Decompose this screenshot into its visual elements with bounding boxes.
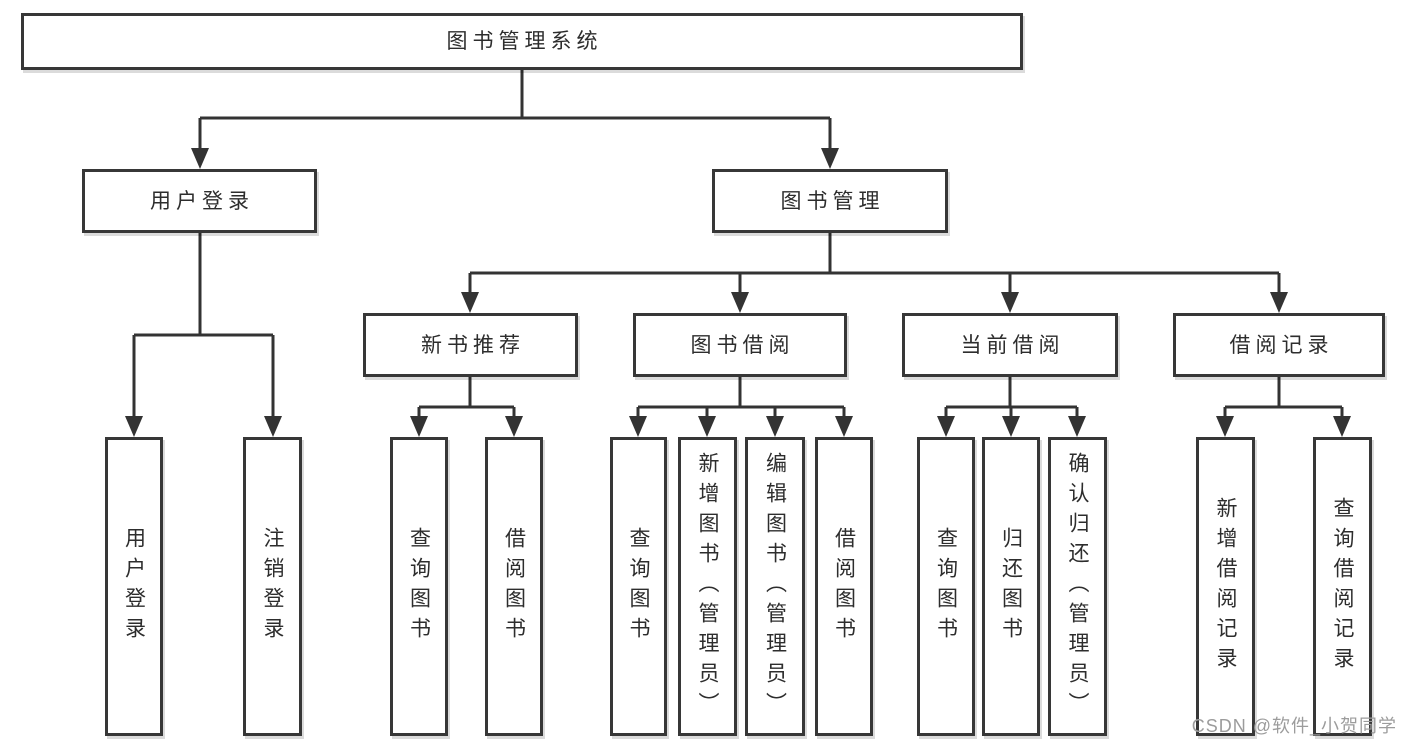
leaf-current-confirm-return-admin-label: 确认归还（管理员） [1066, 451, 1089, 722]
leaf-records-add-record: 新增借阅记录 [1196, 437, 1255, 736]
leaf-records-add-record-label: 新增借阅记录 [1214, 496, 1237, 677]
leaf-recommend-query-book-label: 查询图书 [407, 526, 431, 647]
leaf-borrow-query-book: 查询图书 [610, 437, 667, 736]
leaf-records-query-record: 查询借阅记录 [1313, 437, 1372, 736]
node-book-management-label: 图书管理 [780, 189, 885, 213]
node-borrow-records: 借阅记录 [1173, 313, 1385, 377]
leaf-records-query-record-label: 查询借阅记录 [1331, 496, 1354, 677]
leaf-borrow-query-book-label: 查询图书 [627, 526, 650, 647]
node-root-label: 图书管理系统 [446, 30, 603, 53]
leaf-recommend-query-book: 查询图书 [390, 437, 448, 736]
leaf-recommend-borrow-book: 借阅图书 [485, 437, 543, 736]
leaf-borrow-add-book-admin-label: 新增图书（管理员） [696, 451, 719, 722]
csdn-watermark: CSDN @软件_小贺同学 [1191, 716, 1397, 736]
leaf-borrow-add-book-admin: 新增图书（管理员） [678, 437, 737, 736]
leaf-logout: 注销登录 [243, 437, 302, 736]
leaf-login: 用户登录 [105, 437, 163, 736]
node-user-login-label: 用户登录 [150, 189, 254, 213]
leaf-current-query-book-label: 查询图书 [934, 526, 958, 647]
leaf-recommend-borrow-book-label: 借阅图书 [502, 526, 526, 647]
node-current-borrow-label: 当前借阅 [960, 333, 1065, 357]
leaf-borrow-edit-book-admin: 编辑图书（管理员） [745, 437, 805, 736]
node-new-book-recommend-label: 新书推荐 [421, 333, 525, 357]
leaf-current-return-book: 归还图书 [982, 437, 1040, 736]
leaf-current-confirm-return-admin: 确认归还（管理员） [1048, 437, 1107, 736]
leaf-login-label: 用户登录 [122, 526, 146, 647]
node-book-borrow: 图书借阅 [633, 313, 847, 377]
leaf-borrow-edit-book-admin-label: 编辑图书（管理员） [763, 451, 787, 722]
node-borrow-records-label: 借阅记录 [1229, 333, 1334, 357]
leaf-borrow-borrow-book-label: 借阅图书 [832, 526, 856, 647]
leaf-current-return-book-label: 归还图书 [999, 526, 1023, 647]
node-book-management: 图书管理 [712, 169, 948, 233]
leaf-borrow-borrow-book: 借阅图书 [815, 437, 873, 736]
node-current-borrow: 当前借阅 [902, 313, 1118, 377]
leaf-logout-label: 注销登录 [261, 526, 284, 647]
node-root: 图书管理系统 [21, 13, 1023, 70]
node-new-book-recommend: 新书推荐 [363, 313, 578, 377]
node-user-login: 用户登录 [82, 169, 317, 233]
node-book-borrow-label: 图书借阅 [690, 333, 795, 357]
leaf-current-query-book: 查询图书 [917, 437, 975, 736]
